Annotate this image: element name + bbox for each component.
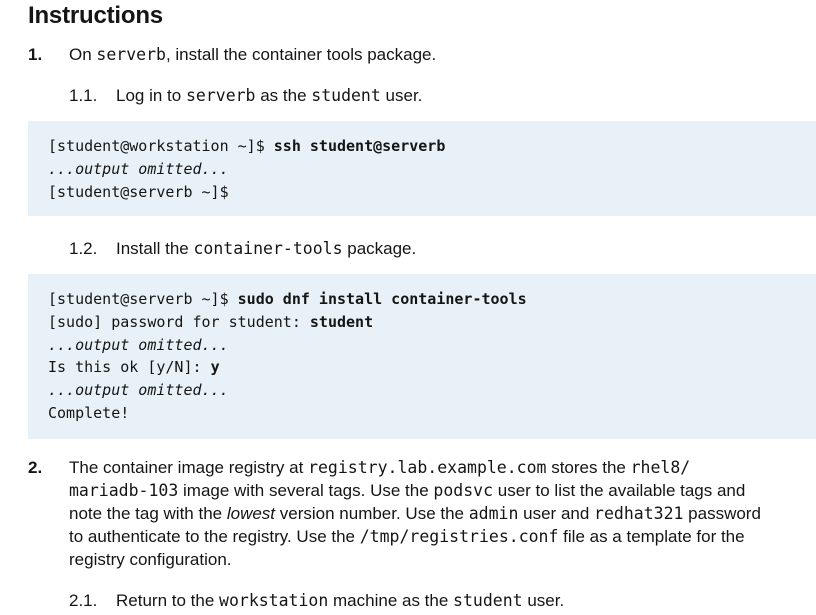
code-line: Is this ok [y/N]: y <box>48 358 220 377</box>
text-line: to authenticate to the registry. Use the… <box>69 527 745 546</box>
username: student <box>311 86 381 105</box>
hostname: serverb <box>96 45 166 64</box>
hostname: workstation <box>219 591 329 610</box>
user-input: student <box>309 312 374 331</box>
code-line: ...output omitted... <box>48 379 816 402</box>
code-line: [student@serverb ~]$ sudo dnf install co… <box>48 290 527 308</box>
code-line: [sudo] password for student: student <box>48 312 374 331</box>
step-number: 1.1. <box>69 86 98 105</box>
command: ssh student@serverb <box>273 137 446 155</box>
step-number: 2. <box>28 458 43 477</box>
code-block-ssh: [student@workstation ~]$ ssh student@ser… <box>28 121 816 216</box>
code-line: ...output omitted... <box>48 334 816 357</box>
user-input: y <box>210 358 220 377</box>
step-2-text: The container image registry at registry… <box>69 456 809 571</box>
output-omitted: ...output omitted... <box>48 159 229 178</box>
package-name: container-tools <box>193 239 343 258</box>
code-line: [student@serverb ~]$ <box>48 182 229 201</box>
step-number: 2.1. <box>69 591 98 610</box>
hostname: serverb <box>185 86 256 105</box>
step-2-1: 2.1. Return to the workstation machine a… <box>69 589 809 612</box>
username: student <box>453 591 523 610</box>
instructions-heading: Instructions <box>28 2 163 29</box>
file-path: /tmp/registries.conf <box>359 527 559 546</box>
text-line: note the tag with the lowest version num… <box>69 504 761 523</box>
username: admin <box>468 504 519 523</box>
step-text: Install the container-tools package. <box>116 239 417 258</box>
emphasis: lowest <box>226 504 276 523</box>
code-line: [student@workstation ~]$ ssh student@ser… <box>48 137 446 155</box>
text-line: The container image registry at registry… <box>69 458 691 477</box>
code-block-install: [student@serverb ~]$ sudo dnf install co… <box>28 274 816 439</box>
output-omitted: ...output omitted... <box>48 381 229 400</box>
text-line: registry configuration. <box>69 550 232 569</box>
step-1-1: 1.1. Log in to serverb as the student us… <box>69 84 809 107</box>
output-omitted: ...output omitted... <box>48 335 229 354</box>
password: redhat321 <box>594 504 684 523</box>
step-2-number-row: 2. <box>28 456 68 479</box>
step-number: 1. <box>28 45 43 64</box>
step-1: 1. On serverb, install the container too… <box>28 43 808 66</box>
image-name: mariadb-103 <box>69 481 179 500</box>
step-1-2: 1.2. Install the container-tools package… <box>69 237 809 260</box>
step-text: On serverb, install the container tools … <box>69 45 437 64</box>
username: podsvc <box>433 481 494 500</box>
code-line: Complete! <box>48 403 130 422</box>
registry-host: registry.lab.example.com <box>308 458 547 477</box>
step-text: Return to the workstation machine as the… <box>116 591 565 610</box>
image-name: rhel8/ <box>630 458 691 477</box>
step-number: 1.2. <box>69 239 98 258</box>
text-line: mariadb-103 image with several tags. Use… <box>69 481 746 500</box>
step-text: Log in to serverb as the student user. <box>116 86 423 105</box>
code-line: ...output omitted... <box>48 158 816 181</box>
command: sudo dnf install container-tools <box>237 290 527 308</box>
